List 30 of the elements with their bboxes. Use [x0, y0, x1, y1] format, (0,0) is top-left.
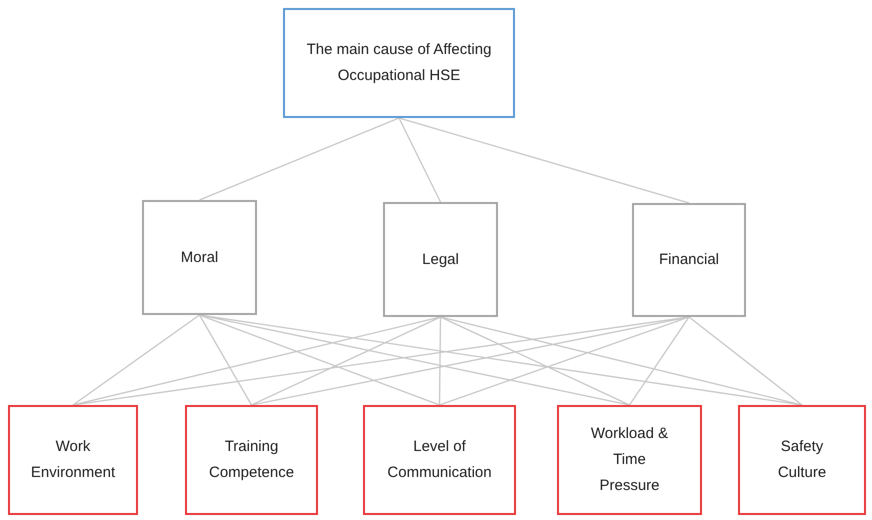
node-box	[632, 203, 746, 317]
node-label: Workload & Time Pressure	[590, 424, 670, 496]
node-label: Financial	[658, 250, 720, 270]
connector-line	[438, 317, 442, 405]
node-box	[738, 405, 866, 515]
node-label: Work Environment	[30, 437, 116, 483]
connector-line	[398, 117, 690, 204]
node-box	[557, 405, 702, 515]
node-label: Moral	[180, 248, 218, 268]
node-label: Safety Culture	[776, 437, 828, 483]
node-box	[185, 405, 318, 515]
connector-line	[251, 316, 441, 406]
connector-line	[440, 316, 630, 406]
connector-line	[72, 314, 200, 406]
node-label: Training Competence	[208, 437, 294, 483]
node-label: Legal	[422, 250, 459, 270]
node-box	[142, 200, 257, 315]
connector-line	[198, 314, 252, 406]
node-label: The main cause of Affecting Occupational HSE	[306, 40, 492, 86]
node-label: Level of Communication	[387, 437, 492, 483]
connector-line	[199, 314, 440, 406]
connector-line	[199, 117, 400, 201]
node-box	[8, 405, 138, 515]
connector-line	[688, 316, 802, 406]
connector-line	[628, 316, 690, 406]
connector-line	[439, 316, 690, 406]
node-box	[383, 202, 498, 317]
node-box	[363, 405, 516, 515]
node-box	[283, 8, 515, 118]
connector-line	[398, 118, 442, 202]
